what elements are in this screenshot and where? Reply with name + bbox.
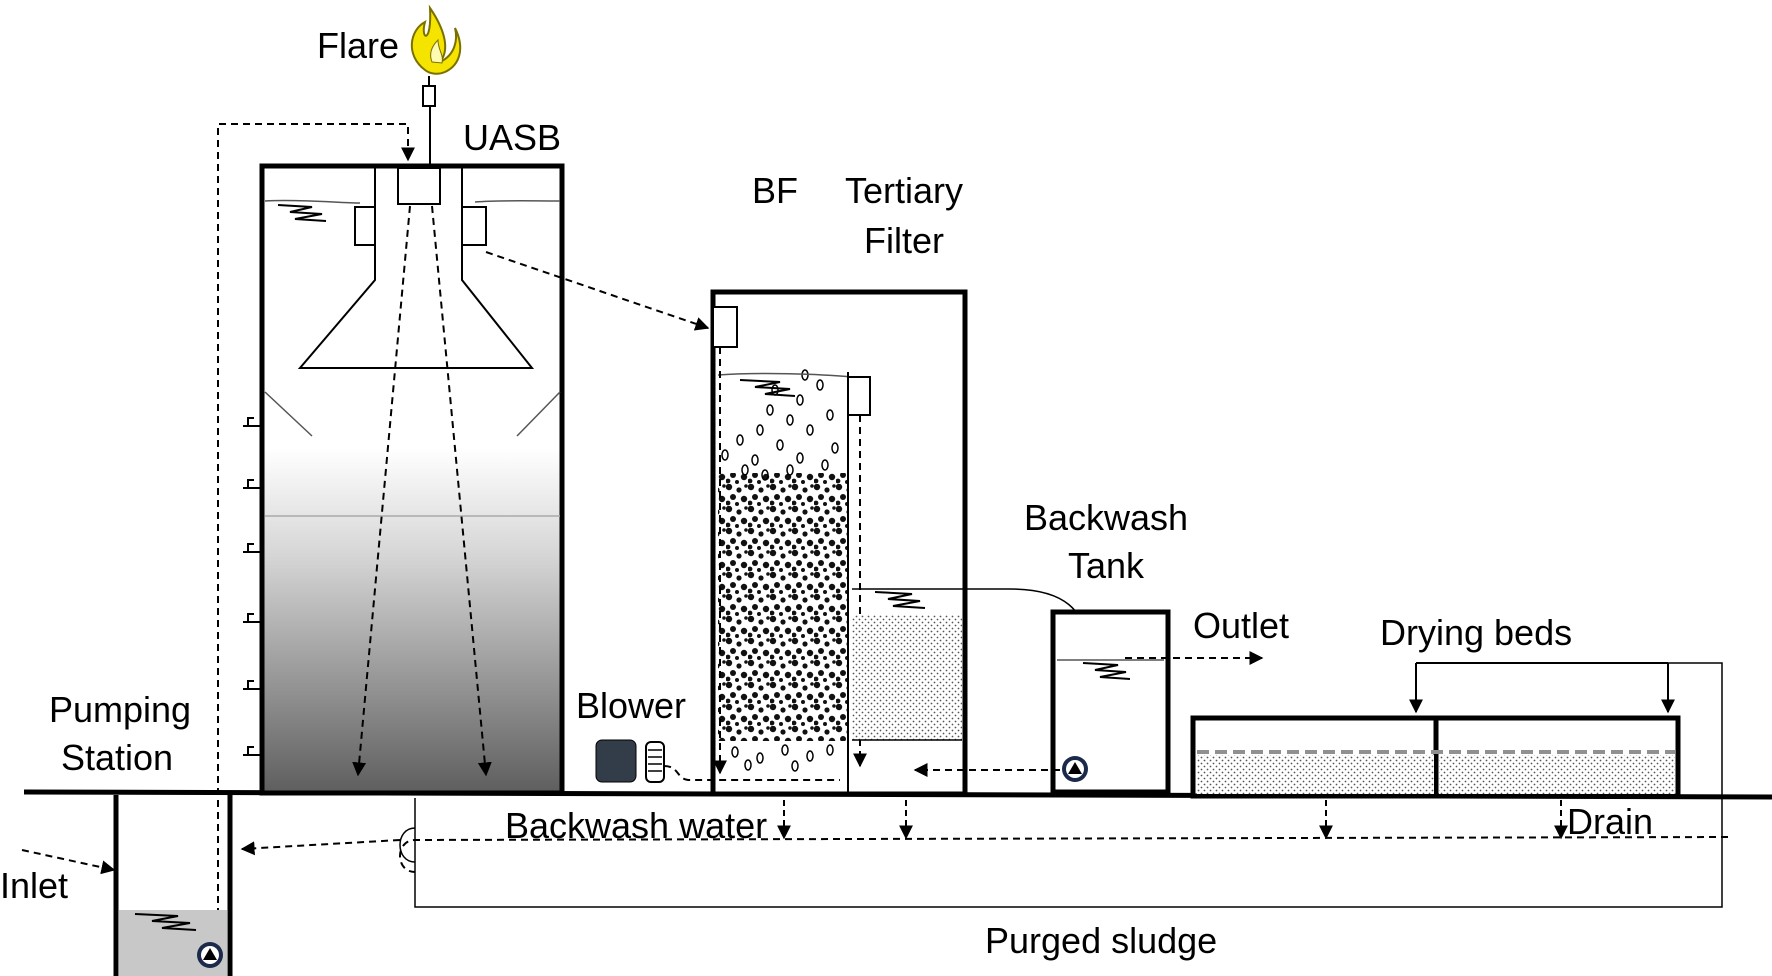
bf-tertiary-tank	[710, 289, 968, 797]
backwash-tank-label-line1: Backwash	[1024, 497, 1188, 538]
tertiary-filter-label-line2: Filter	[864, 220, 944, 261]
water-level-icon	[739, 379, 796, 397]
backwash-tank	[1050, 609, 1171, 795]
drying-beds-label: Drying beds	[1380, 612, 1572, 653]
blower	[595, 739, 840, 783]
drain-dashed-line	[399, 836, 1729, 873]
bf-label: BF	[752, 170, 798, 211]
flare-label: Flare	[317, 25, 399, 66]
drain-label: Drain	[1567, 801, 1653, 842]
flare-valve	[422, 85, 436, 107]
flame-icon	[410, 4, 462, 75]
inlet-dashed-line	[21, 849, 116, 875]
blower-icon	[595, 739, 637, 783]
water-level-icon	[874, 591, 926, 609]
backwash-tank-label-line2: Tank	[1068, 545, 1145, 586]
water-level-icon	[277, 204, 327, 222]
tertiary-filter-label-line1: Tertiary	[845, 170, 963, 211]
pumping-station-label-line1: Pumping	[49, 689, 191, 730]
outlet-label: Outlet	[1193, 605, 1289, 646]
pumping-station-label-line2: Station	[61, 737, 173, 778]
pumping-station	[113, 795, 233, 976]
uasb-to-bf-dashed-line	[485, 251, 710, 331]
water-level-icon	[1082, 662, 1131, 680]
gas-feed-dashed-line	[217, 123, 415, 915]
drying-beds	[414, 662, 1723, 908]
blower-label: Blower	[576, 685, 686, 726]
water-level-icon	[134, 913, 197, 931]
purged-sludge-label: Purged sludge	[985, 920, 1217, 961]
flare	[410, 4, 462, 170]
inlet-label: Inlet	[0, 865, 68, 906]
pump-icon	[1062, 756, 1088, 782]
backwash-water-label: Backwash water	[505, 805, 767, 846]
uasb-reactor	[243, 163, 565, 796]
uasb-label: UASB	[463, 117, 561, 158]
pump-icon	[197, 942, 223, 968]
